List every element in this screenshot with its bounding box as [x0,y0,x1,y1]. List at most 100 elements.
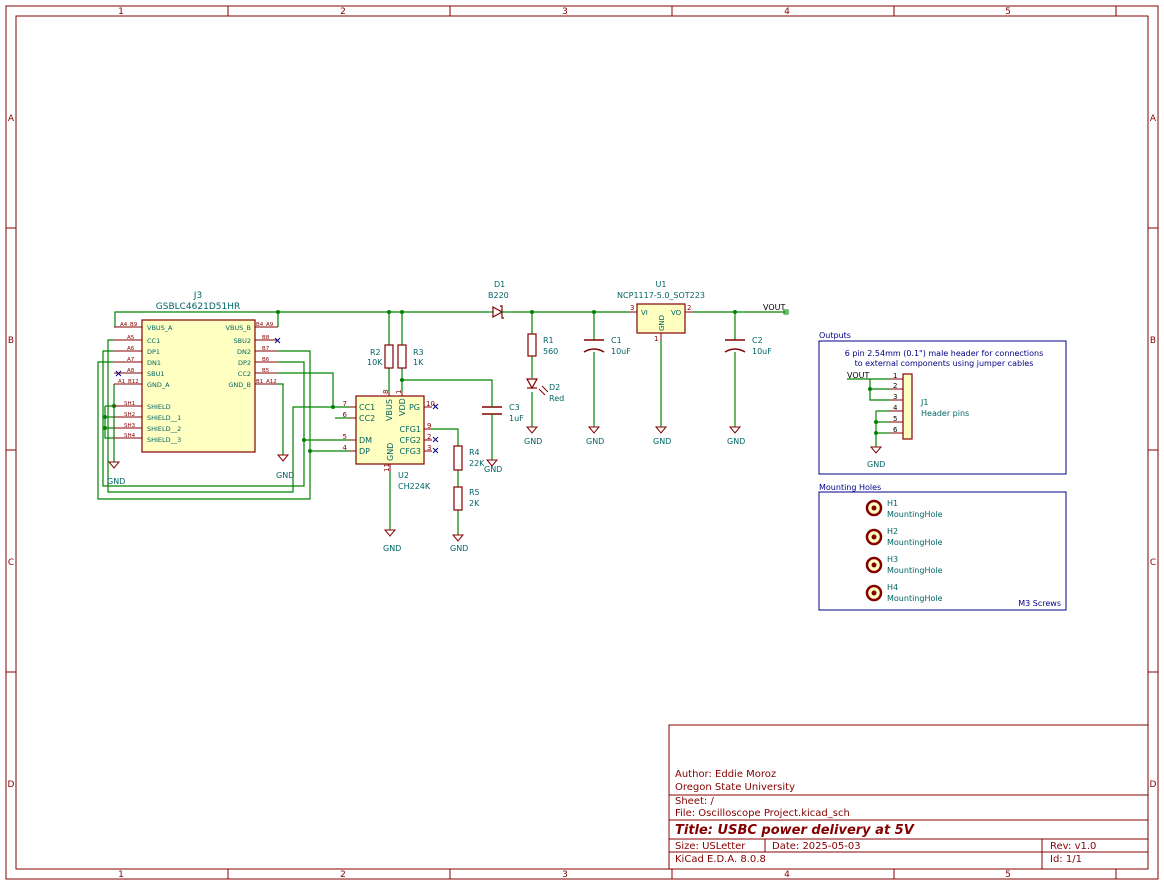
u2-pin-gnd: GND [386,443,395,461]
j3-num-b6: B6 [262,357,270,363]
u2-pin-cfg1: CFG1 [400,425,421,434]
h1-ref: H1 [887,499,898,508]
r4-value: 22K [469,459,485,468]
j1-pin-4: 4 [893,404,898,412]
u1-pin-vi: VI [641,309,648,317]
j3-num-sh1: SH1 [124,401,135,407]
j3-num-b1a12: B1_A12 [256,379,277,385]
u1-pin-vo: VO [671,309,682,317]
r2-value: 10K [367,358,383,367]
h3-value: MountingHole [887,566,943,575]
title-date: Date: 2025-05-03 [772,841,861,852]
col-label-bottom-4: 4 [784,870,790,880]
d1-value: B220 [488,291,509,300]
r2-ref: R2 [370,348,381,357]
h1-value: MountingHole [887,510,943,519]
u2-num-gnd: 11 [383,463,391,472]
u2-pin-cc1: CC1 [359,403,375,412]
j1-pin-1: 1 [893,372,897,380]
j3-pin-cc1: CC1 [147,337,160,345]
gnd-symbol: GND GND [107,454,294,486]
mounting-hole-h4: H4 MountingHole [865,583,943,603]
j3-usbc-connector: J3 GSBLC4621D51HR VBUS_A CC1 DP1 DN1 SBU… [107,291,294,486]
d2-gnd-label: GND [524,437,542,446]
j3-num-sh2: SH2 [124,412,135,418]
outputs-gnd-label: GND [867,460,885,469]
resistor-r4: R4 22K [453,445,485,471]
j3-pin-dn2: DN2 [237,348,251,356]
outputs-desc-2: to external components using jumper cabl… [855,359,1034,368]
j3-pin-shield-2: SHIELD__2 [147,425,181,433]
u2-value: CH224K [398,482,431,491]
j3-num-b5: B5 [262,368,270,374]
j3-pin-dp2: DP2 [238,359,251,367]
j3-num-a5: A5 [127,335,135,341]
u1-num-gnd: 1 [654,335,658,343]
row-label-right-c: C [1150,558,1156,568]
resistor-r3: R3 1K [397,344,424,369]
title-author: Author: Eddie Moroz [675,769,776,780]
j3-pin-dp1: DP1 [147,348,160,356]
r1-value: 560 [543,347,558,356]
d1-ref: D1 [494,280,505,289]
outputs-section: Outputs 6 pin 2.54mm (0.1") male header … [818,331,1067,475]
title-organization: Oregon State University [675,782,795,793]
resistor-r5: R5 2K GND [450,486,480,553]
j1-ref: J1 [920,398,928,407]
u1-value: NCP1117-5.0_SOT223 [617,291,705,300]
row-label-left-b: B [8,336,14,346]
d2-ref: D2 [549,383,560,392]
r5-ref: R5 [469,488,480,497]
j3-num-a4b9: A4_B9 [120,322,138,328]
mounting-title: Mounting Holes [819,483,881,492]
row-label-right-a: A [1150,114,1157,124]
mounting-holes-section: Mounting Holes H1 MountingHole H2 Mounti… [818,483,1067,611]
u1-ref: U1 [656,280,667,289]
mounting-hole-h3: H3 MountingHole [865,555,943,575]
net-label-vout: VOUT [763,303,785,312]
resistor-r1: R1 560 [527,333,558,357]
u2-num-cc2: 6 [343,411,348,419]
j3-value: GSBLC4621D51HR [156,302,240,312]
u2-pin-cfg2: CFG2 [400,436,421,445]
c3-value: 1uF [509,414,524,423]
outputs-desc-1: 6 pin 2.54mm (0.1") male header for conn… [845,349,1044,358]
j3-pin-shield-3: SHIELD__3 [147,436,181,444]
u2-num-cfg3: 3 [427,444,431,452]
col-label-top-3: 3 [562,7,568,17]
row-label-left-a: A [8,114,15,124]
j1-pin-2: 2 [893,382,897,390]
j3-num-b8: B8 [262,335,270,341]
mounting-hole-h2: H2 MountingHole [865,527,943,547]
row-label-left-c: C [8,558,14,568]
u2-num-cfg2: 2 [427,433,431,441]
j3-num-sh3: SH3 [124,423,136,429]
col-label-top-1: 1 [118,7,124,17]
r5-value: 2K [469,499,480,508]
c1-gnd-label: GND [586,437,604,446]
c2-value: 10uF [752,347,772,356]
junctions [103,310,878,453]
h4-ref: H4 [887,583,898,592]
d2-value: Red [549,394,564,403]
c2-gnd-label: GND [727,437,745,446]
j1-pin-6: 6 [893,426,898,434]
title-file: File: Oscilloscope Project.kicad_sch [675,808,850,819]
j3-num-a8: A8 [127,368,135,374]
j3-num-b4a9: B4_A9 [256,322,274,328]
title-rev: Rev: v1.0 [1050,841,1096,852]
col-label-bottom-3: 3 [562,870,568,880]
u2-num-vdd: 1 [395,390,403,394]
j3-gnd-left-label: GND [107,477,125,486]
outputs-vout-label: VOUT [847,371,869,380]
u2-num-cfg1: 9 [427,422,431,430]
col-label-bottom-2: 2 [340,870,346,880]
mounting-footer: M3 Screws [1018,599,1061,608]
resistor-r2: R2 10K [367,344,394,369]
u1-pin-gnd: GND [658,315,666,331]
u2-pin-cc2: CC2 [359,414,375,423]
u1-num-vi: 3 [630,304,634,312]
title-block: Author: Eddie Moroz Oregon State Univers… [668,724,1149,870]
j3-pin-dn1: DN1 [147,359,161,367]
j1-pin-3: 3 [893,393,897,401]
